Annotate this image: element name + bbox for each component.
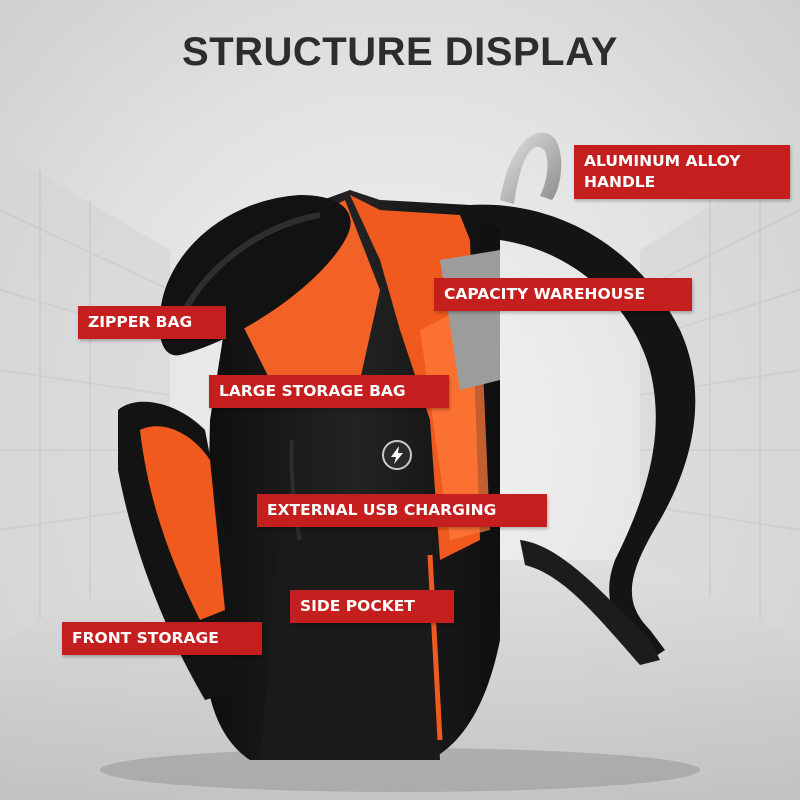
page-title: STRUCTURE DISPLAY — [182, 30, 618, 74]
lightning-icon — [391, 446, 403, 464]
aluminum-handle — [500, 132, 562, 204]
background-room — [0, 150, 800, 640]
label-large-storage-bag: LARGE STORAGE BAG — [209, 375, 449, 408]
label-external-usb-charging: EXTERNAL USB CHARGING — [257, 494, 547, 527]
side-pocket-panel — [260, 520, 440, 760]
label-capacity-warehouse: CAPACITY WAREHOUSE — [434, 278, 692, 311]
label-aluminum-alloy-handle: ALUMINUM ALLOY HANDLE — [574, 145, 790, 199]
label-side-pocket: SIDE POCKET — [290, 590, 454, 623]
shoulder-strap — [470, 204, 696, 660]
label-front-storage: FRONT STORAGE — [62, 622, 262, 655]
label-zipper-bag: ZIPPER BAG — [78, 306, 226, 339]
usb-port — [382, 440, 412, 470]
